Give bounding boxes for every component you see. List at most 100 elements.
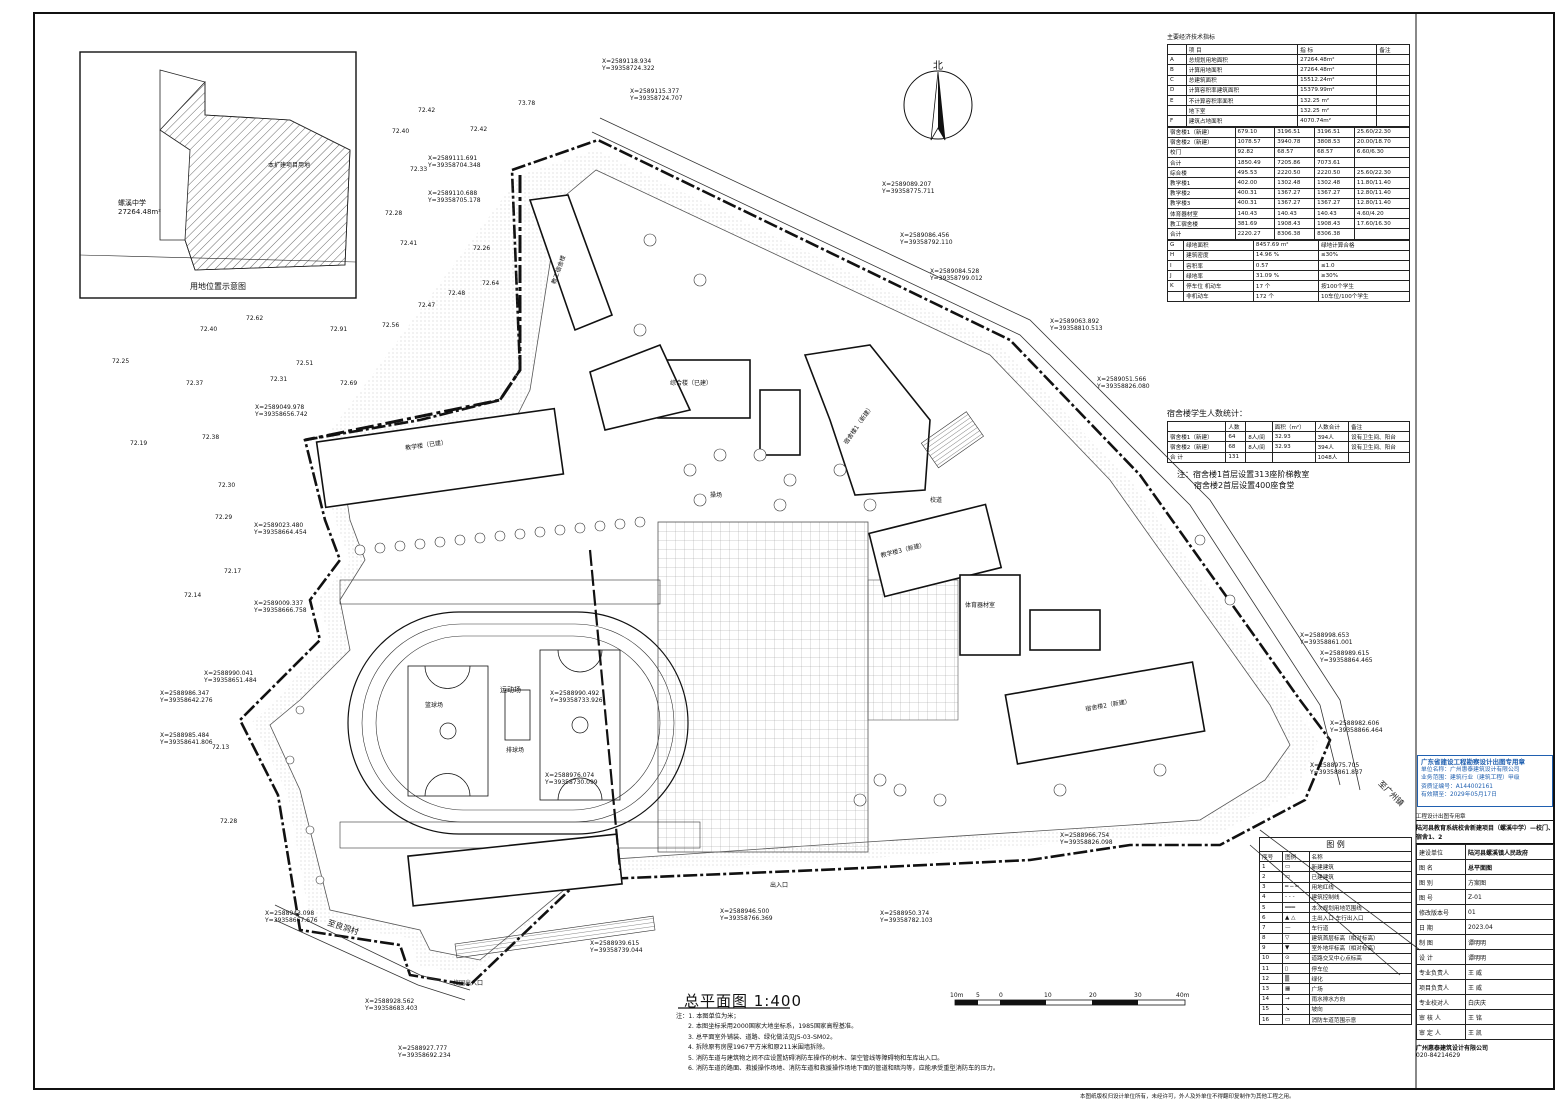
note-item: 6. 消防车道的路面、救援操作场地、消防车道和救援操作场地下面的管道和暗沟等，应… <box>688 1065 1000 1073</box>
planning-boundary-2 <box>588 549 622 871</box>
dormitory-1 <box>803 344 931 496</box>
elevation-label: 72.47 <box>418 302 436 309</box>
legend-item: 1▭新建建筑 <box>1259 861 1413 873</box>
teaching-building-existing-1 <box>589 343 692 431</box>
scale-label: 5 <box>976 992 980 999</box>
elevation-label: 72.41 <box>400 240 418 247</box>
fence-hatch <box>454 915 656 959</box>
elevation-label: 72.91 <box>330 326 348 333</box>
elevation-label: 72.40 <box>392 128 410 135</box>
econ-header: 项 目 <box>1185 43 1299 56</box>
scale-label: 10 <box>1044 992 1052 999</box>
legend-item: 5━━━本次规划用地范围线 <box>1259 901 1413 914</box>
copyright-footer: 本图纸版权归设计单位所有，未经许可，外人及外单位不得翻印复制作为其他工程之用。 <box>1080 1094 1295 1100</box>
econ-header: 备注 <box>1376 43 1410 56</box>
table-row: 图 别方案图 <box>1416 874 1554 890</box>
drawing-title: 总平面图 1:400 <box>684 992 802 1010</box>
central-plaza <box>657 521 869 853</box>
staff-dormitory <box>528 194 614 332</box>
elevation-label: 72.69 <box>340 380 358 387</box>
building-label: 出入口 <box>770 882 789 889</box>
legend-item: 4- - -建筑控制线 <box>1259 891 1413 903</box>
dormitory-2 <box>1004 661 1206 765</box>
stairs <box>920 411 984 469</box>
elevation-label: 72.28 <box>220 818 238 825</box>
north-arrow-icon <box>903 70 973 141</box>
sports-field <box>339 579 701 849</box>
elevation-label: 72.64 <box>482 280 500 287</box>
location-expansion-label: 本扩建项目用地 <box>268 162 311 169</box>
elevation-label: 72.62 <box>246 315 264 322</box>
elevation-label: 72.14 <box>184 592 202 599</box>
drawing-frame <box>33 12 1555 1090</box>
legend-item: 16▭消防车道范围示意 <box>1259 1013 1413 1026</box>
legend-item: 9▼室外地坪标高（相对标高） <box>1259 942 1413 954</box>
legend-item: 10⊙道路交叉中心点标高 <box>1259 952 1413 965</box>
legend-item: 12▒绿化 <box>1259 973 1413 985</box>
legend-item: 13▦广场 <box>1259 983 1413 995</box>
legend-item: 15↘坡向 <box>1259 1003 1413 1016</box>
building-label: 综合楼（已建） <box>670 380 713 387</box>
design-stamp: 广东省建设工程勘察设计出图专用章 单位名称：广州惠泰建筑设计有限公司 业务范围：… <box>1417 755 1553 807</box>
elevation-label: 72.37 <box>186 380 204 387</box>
building-label: 操场 <box>710 492 723 499</box>
legend-title: 图 例 <box>1259 837 1412 852</box>
elevation-label: 72.38 <box>202 434 220 441</box>
table-row: 建设单位陆河县螺溪镇人民政府 <box>1416 844 1554 860</box>
elevation-label: 72.42 <box>418 107 436 114</box>
company-name: 广州惠泰建筑设计有限公司 <box>1416 1045 1489 1052</box>
table-row: 设 计谭明明 <box>1416 949 1554 965</box>
note-item: 2. 本图坐标采用2000国家大地坐标系，1985国家高程基准。 <box>688 1023 858 1031</box>
table-row: 项目负责人王 威 <box>1416 979 1554 995</box>
stamp-label: 工程设计出图专用章 <box>1416 814 1466 820</box>
elevation-label: 72.26 <box>473 245 491 252</box>
north-label: 北 <box>933 61 943 72</box>
buildings <box>315 194 1206 907</box>
table-row: 专业校对人白庆庆 <box>1416 994 1554 1010</box>
location-map-title: 用地位置示意图 <box>190 282 246 291</box>
table-row: 审 核 人王 铭 <box>1416 1009 1554 1025</box>
legend-item: 7—车行道 <box>1259 922 1413 934</box>
elevation-label: 72.48 <box>448 290 466 297</box>
legend-item: 11▯停车位 <box>1259 963 1413 975</box>
building-label: 篮球场 <box>425 702 444 709</box>
econ-table-title: 主要经济技术指标 <box>1167 34 1216 41</box>
elevation-label: 73.78 <box>518 100 536 107</box>
notes-heading: 注： <box>676 1013 689 1020</box>
legend-item: 14→雨水排水方向 <box>1259 993 1413 1005</box>
elevation-label: 72.19 <box>130 440 148 447</box>
note-item: 3. 总平面室外铺装、道路、绿化做法见J5-03-SM02。 <box>688 1033 837 1041</box>
